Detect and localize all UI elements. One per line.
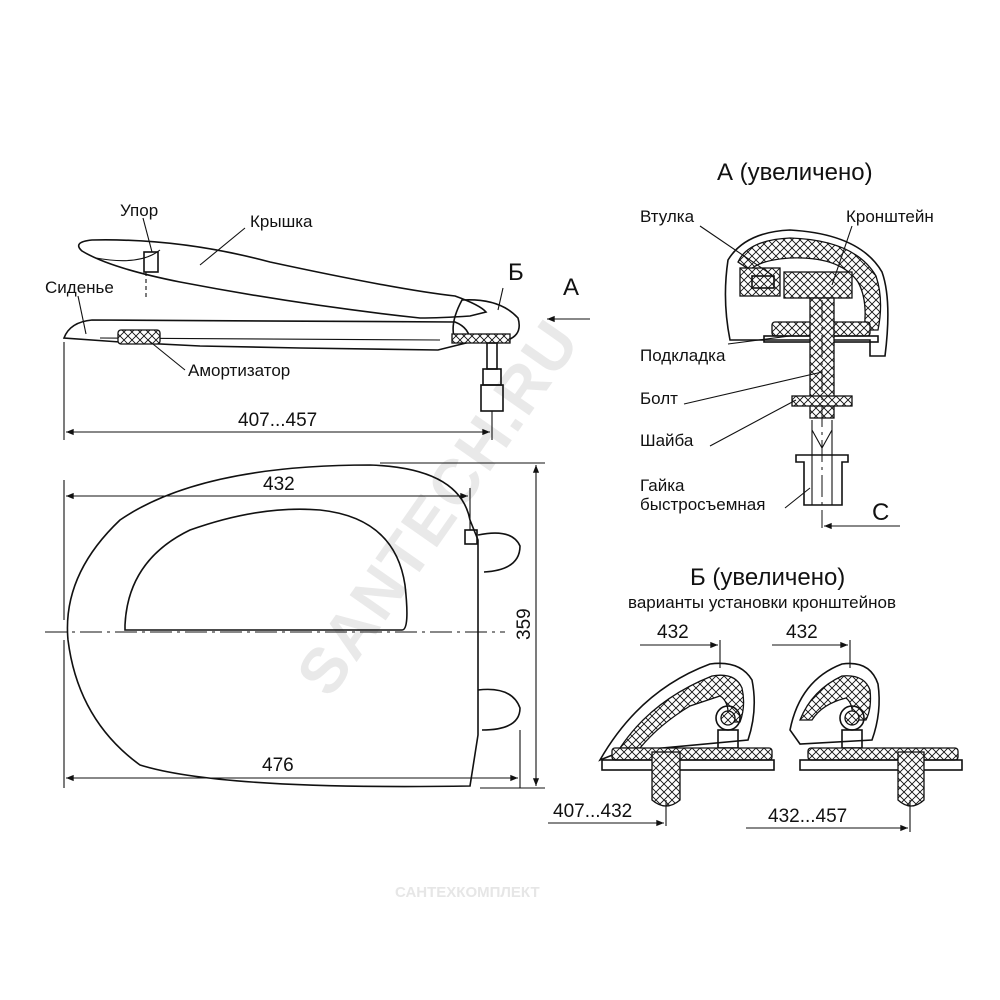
bushing-label: Втулка (640, 207, 695, 226)
detail-a: А (увеличено) С Втулка Кронштейн Подклад… (640, 159, 934, 530)
hinge-body (452, 299, 520, 343)
left-top-dim: 432 (657, 622, 689, 643)
lid-outline (77, 239, 488, 319)
side-view: Упор Крышка Сиденье Амортизатор Б А 407.… (45, 201, 590, 440)
watermark-text: SANTECH.RU (282, 307, 593, 708)
stop-label: Упор (120, 201, 158, 220)
footer-watermark: САНТЕХКОМПЛЕКТ (395, 884, 540, 901)
view-a-label: А (563, 274, 579, 301)
seat-top-outline (66, 464, 479, 788)
detail-b: Б (увеличено) варианты установки кронште… (548, 564, 963, 832)
stop-part (143, 251, 159, 273)
variant-right: 432 432...457 (746, 622, 963, 832)
seat-label: Сиденье (45, 278, 114, 297)
detail-a-housing (724, 229, 889, 357)
right-top-dim: 432 (786, 622, 818, 643)
dim-432-top: 432 (263, 474, 295, 495)
nut-label-line1: Гайка (640, 476, 685, 495)
left-bottom-dim: 407...432 (553, 801, 632, 822)
bolt-label: Болт (640, 389, 678, 408)
detail-a-title: А (увеличено) (717, 159, 873, 186)
pad-label: Подкладка (640, 346, 726, 365)
detail-b-subtitle: варианты установки кронштейнов (628, 593, 896, 612)
seat-outline (62, 319, 471, 351)
damper-label: Амортизатор (188, 361, 290, 380)
nut-label-line2: быстросъемная (640, 495, 765, 514)
dim-476: 476 (262, 755, 294, 776)
damper-part (117, 329, 161, 345)
quick-nut (795, 454, 849, 506)
top-view: 432 476 359 (45, 462, 545, 789)
view-c-label: С (872, 499, 889, 526)
lid-label: Крышка (250, 212, 313, 231)
bracket-core (783, 271, 853, 299)
variant-left: 432 407...432 (548, 622, 775, 827)
side-dimension: 407...457 (238, 410, 317, 431)
right-bottom-dim: 432...457 (768, 806, 847, 827)
section-b-label: Б (508, 259, 524, 286)
bracket-label: Кронштейн (846, 207, 934, 226)
detail-b-title: Б (увеличено) (690, 564, 845, 591)
dim-359: 359 (514, 608, 535, 640)
seat-opening (124, 508, 408, 631)
washer-label: Шайба (640, 431, 694, 450)
